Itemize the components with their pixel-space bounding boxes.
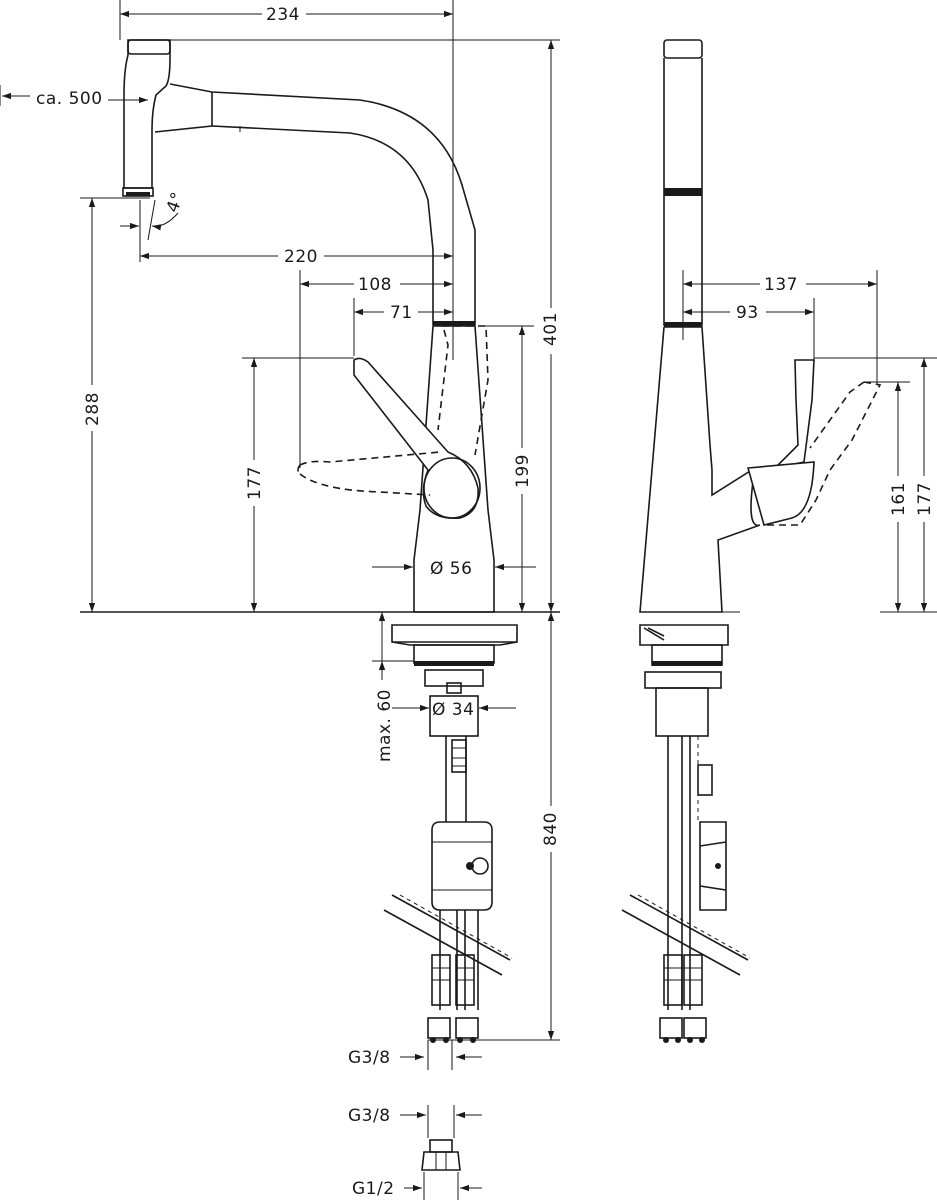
dim-234: 234 bbox=[266, 5, 300, 25]
dim-g12: G1/2 bbox=[352, 1179, 395, 1199]
dim-840: 840 bbox=[541, 812, 561, 846]
dim-288: 288 bbox=[83, 392, 103, 426]
dim-177-side: 177 bbox=[915, 482, 935, 516]
dim-dia-34: Ø 34 bbox=[432, 700, 474, 720]
side-view bbox=[621, 39, 882, 1043]
dim-dia-56: Ø 56 bbox=[430, 559, 472, 579]
front-spout bbox=[122, 39, 476, 326]
dim-g38-upper: G3/8 bbox=[348, 1048, 391, 1068]
dim-220: 220 bbox=[284, 247, 318, 267]
front-mounting bbox=[80, 611, 560, 1043]
dim-angle-4: 4° bbox=[163, 189, 189, 215]
dim-71: 71 bbox=[390, 303, 413, 323]
dim-max-60: max. 60 bbox=[375, 689, 395, 762]
dim-g38-lower: G3/8 bbox=[348, 1106, 391, 1126]
dim-93: 93 bbox=[736, 303, 759, 323]
dim-199: 199 bbox=[513, 454, 533, 488]
dimension-labels: 234 ca. 500 4° 220 108 71 401 288 177 19… bbox=[36, 2, 935, 1199]
dim-108: 108 bbox=[358, 275, 392, 295]
front-view bbox=[80, 39, 560, 1171]
g12-adapter bbox=[421, 1139, 461, 1171]
dim-161: 161 bbox=[889, 482, 909, 516]
dim-401: 401 bbox=[541, 312, 561, 346]
dim-137: 137 bbox=[764, 275, 798, 295]
dim-177-front: 177 bbox=[245, 466, 265, 500]
dim-ca-500: ca. 500 bbox=[36, 89, 103, 109]
